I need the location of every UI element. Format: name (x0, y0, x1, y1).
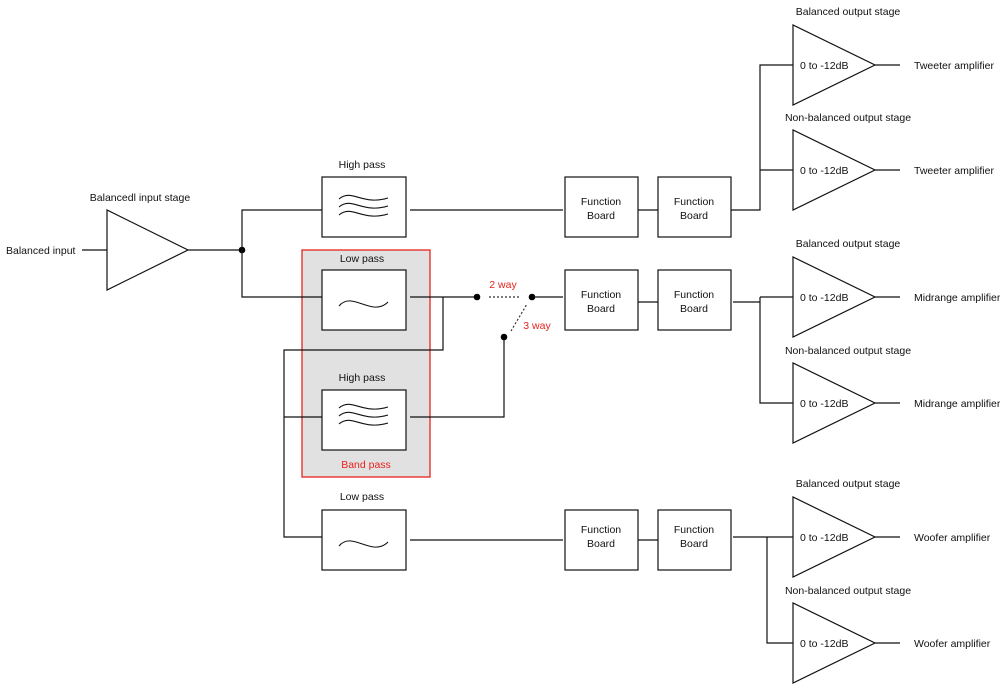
balanced-input-label: Balanced input (6, 245, 76, 257)
woofer-nonbalanced-amplifier-icon (792, 602, 877, 684)
wire-to-low-pass-bottom (283, 297, 444, 538)
function-board-tweeter-2: Function Board (657, 176, 732, 238)
low-pass-bottom-label: Low pass (340, 491, 384, 503)
svg-text:Board: Board (587, 538, 615, 550)
midrange-balanced-stage-label: Balanced output stage (796, 238, 901, 250)
svg-text:Function: Function (581, 524, 621, 536)
high-pass-wave-icon (338, 194, 389, 217)
wire-to-low-pass-mid (241, 250, 322, 298)
tweeter-nonbalanced-amplifier-icon (792, 129, 877, 211)
function-board-woofer-2: Function Board (657, 509, 732, 571)
high-pass-band-label: High pass (339, 372, 386, 384)
tweeter-balanced-output-label: Tweeter amplifier (914, 60, 994, 72)
input-amplifier-icon (106, 209, 190, 291)
switch-3way-path (510, 303, 528, 332)
tweeter-nonbalanced-stage-label: Non-balanced output stage (785, 112, 911, 124)
midrange-balanced-amplifier-icon (792, 256, 877, 338)
tweeter-nonbalanced-gain: 0 to -12dB (800, 165, 848, 177)
svg-text:Function: Function (581, 289, 621, 301)
tweeter-balanced-stage-label: Balanced output stage (796, 6, 901, 18)
high-pass-top-label: High pass (339, 159, 386, 171)
switch-3way-label: 3 way (523, 320, 551, 332)
woofer-balanced-stage-label: Balanced output stage (796, 478, 901, 490)
svg-text:Board: Board (680, 210, 708, 222)
woofer-balanced-output-label: Woofer amplifier (914, 532, 991, 544)
woofer-balanced-amplifier-icon (792, 496, 877, 578)
svg-text:Board: Board (587, 210, 615, 222)
low-pass-bottom-wave-icon (338, 540, 389, 548)
svg-text:Function: Function (674, 289, 714, 301)
low-pass-bottom-filter (321, 509, 407, 571)
tweeter-nonbalanced-output-label: Tweeter amplifier (914, 165, 994, 177)
svg-text:Board: Board (680, 538, 708, 550)
svg-text:Function: Function (581, 196, 621, 208)
midrange-nonbalanced-amplifier-icon (792, 362, 877, 444)
function-board-woofer-1: Function Board (564, 509, 639, 571)
switch-contact-2way (473, 293, 481, 301)
low-pass-mid-label: Low pass (340, 253, 384, 265)
high-pass-band-filter (321, 389, 407, 451)
input-stage-label: Balancedl input stage (90, 192, 191, 204)
function-board-tweeter-1: Function Board (564, 176, 639, 238)
band-pass-label: Band pass (341, 459, 391, 471)
tweeter-balanced-wire (731, 64, 793, 211)
svg-text:Function: Function (674, 524, 714, 536)
midrange-nonbalanced-gain: 0 to -12dB (800, 398, 848, 410)
woofer-nonbalanced-wire (766, 537, 793, 644)
woofer-nonbalanced-output-label: Woofer amplifier (914, 638, 991, 650)
midrange-balanced-output-label: Midrange amplifier (914, 292, 1000, 304)
svg-text:Function: Function (674, 196, 714, 208)
function-board-midrange-2: Function Board (657, 269, 732, 331)
svg-text:Board: Board (587, 303, 615, 315)
midrange-balanced-gain: 0 to -12dB (800, 292, 848, 304)
switch-2way-label: 2 way (489, 279, 517, 291)
svg-text:Board: Board (680, 303, 708, 315)
woofer-balanced-gain: 0 to -12dB (800, 532, 848, 544)
function-board-midrange-1: Function Board (564, 269, 639, 331)
high-pass-top-filter (321, 176, 407, 238)
woofer-nonbalanced-stage-label: Non-balanced output stage (785, 585, 911, 597)
midrange-nonbalanced-output-label: Midrange amplifier (914, 398, 1000, 410)
midrange-nonbalanced-wire (759, 297, 793, 404)
high-pass-band-wave-icon (338, 403, 389, 426)
switch-contact-3way (500, 333, 508, 341)
wire-to-high-pass-top (241, 209, 322, 250)
tweeter-balanced-gain: 0 to -12dB (800, 60, 848, 72)
high-pass-band-output-wire (410, 337, 505, 418)
low-pass-wave-icon (338, 300, 389, 308)
woofer-nonbalanced-gain: 0 to -12dB (800, 638, 848, 650)
tweeter-balanced-amplifier-icon (792, 24, 877, 106)
midrange-nonbalanced-stage-label: Non-balanced output stage (785, 345, 911, 357)
low-pass-mid-filter (321, 269, 407, 331)
